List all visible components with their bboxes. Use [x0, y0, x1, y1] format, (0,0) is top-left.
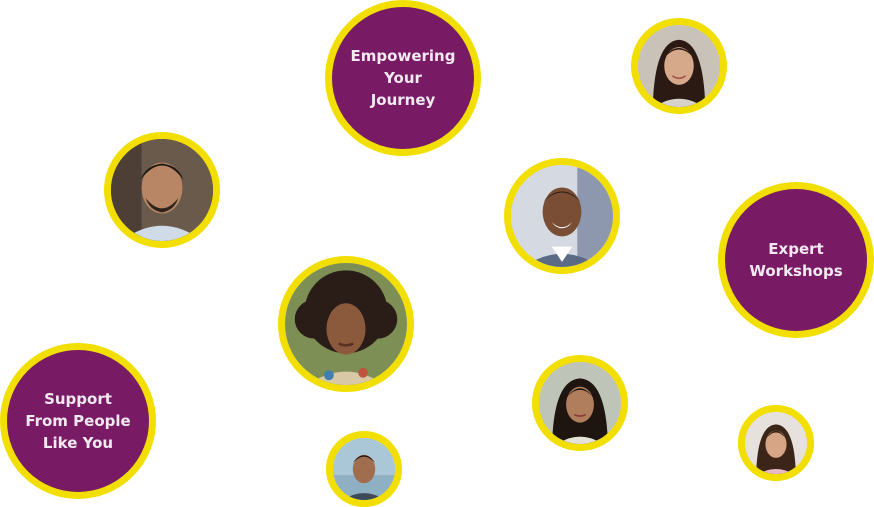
man-portrait-icon	[333, 438, 395, 500]
smiling-woman-portrait-icon	[745, 412, 807, 474]
bubble-expert-workshops: Expert Workshops	[718, 182, 874, 338]
smiling-man-portrait-icon	[511, 165, 613, 267]
bubble-empowering-your-journey: Empowering Your Journey	[325, 0, 481, 156]
bubble-text: Support From People Like You	[25, 390, 131, 452]
woman-portrait-photo	[631, 18, 727, 114]
bubble-text: Empowering Your Journey	[350, 47, 456, 109]
smiling-man-portrait-photo	[504, 158, 620, 274]
curly-hair-woman-portrait-icon	[285, 263, 407, 385]
man-portrait-photo	[326, 431, 402, 507]
bubble-support-from-people: Support From People Like You	[0, 343, 156, 499]
man-portrait-photo	[104, 132, 220, 248]
man-portrait-icon	[111, 139, 213, 241]
bubble-text: Expert Workshops	[749, 240, 843, 280]
curly-hair-woman-portrait-photo	[278, 256, 414, 392]
young-woman-portrait-icon	[539, 362, 621, 444]
young-woman-portrait-photo	[532, 355, 628, 451]
woman-portrait-icon	[638, 25, 720, 107]
smiling-woman-portrait-photo	[738, 405, 814, 481]
